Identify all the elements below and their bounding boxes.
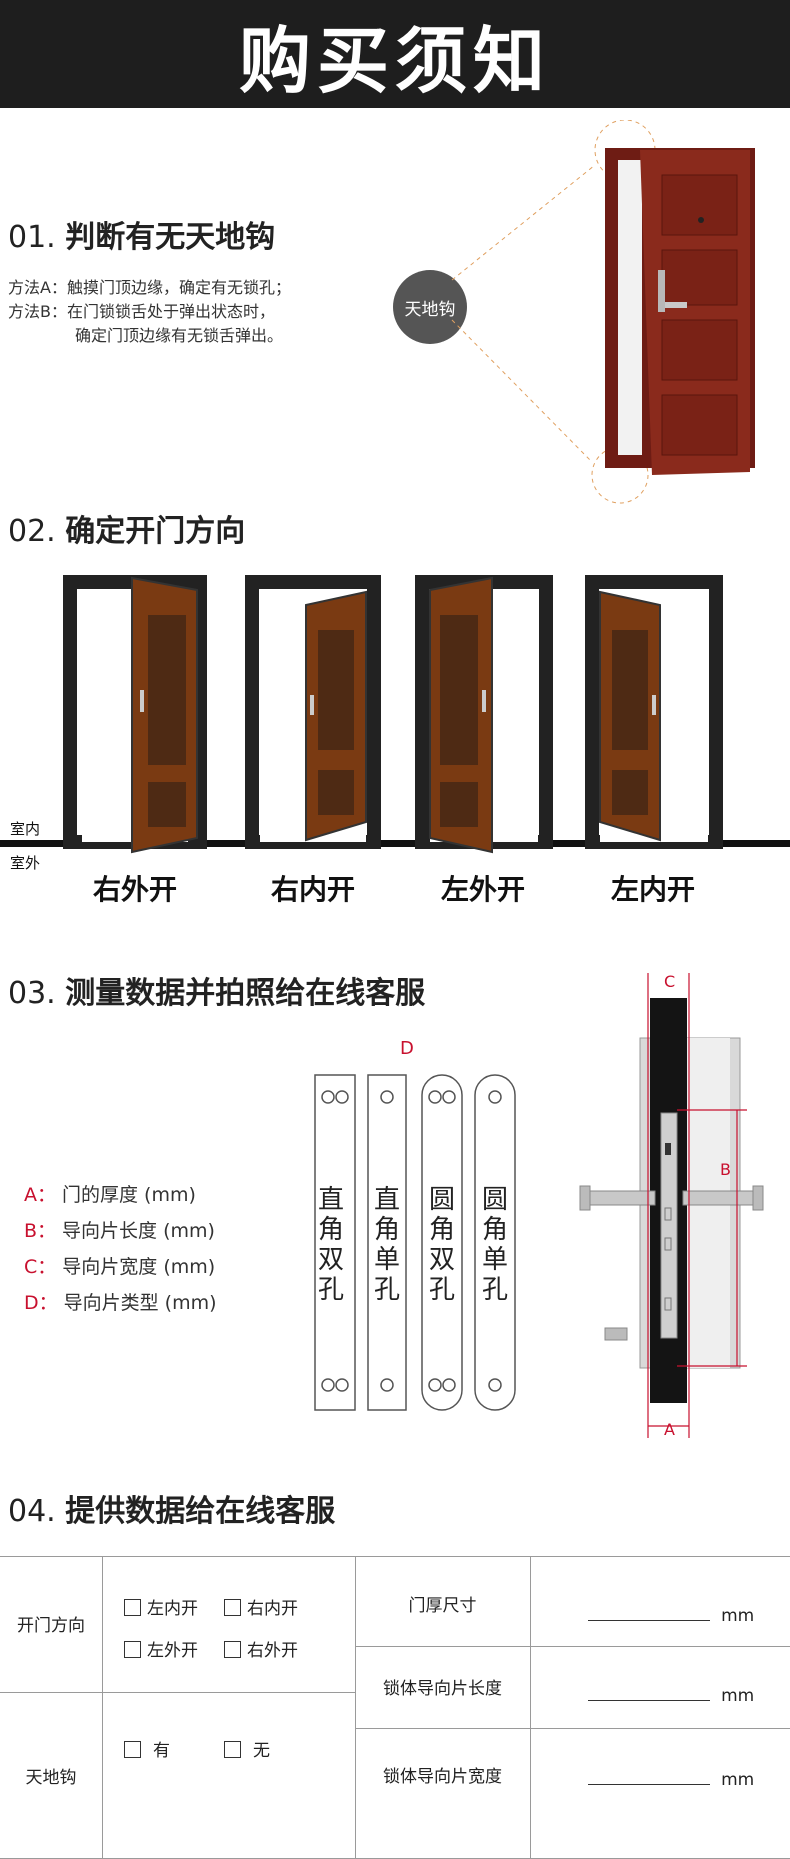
option-left-outward[interactable]: 左外开 (124, 1636, 198, 1661)
row-hook-label: 天地钩 (25, 1768, 77, 1788)
checkbox-icon[interactable] (224, 1741, 241, 1758)
spec-b: B：导向片长度 (mm) (24, 1220, 215, 1242)
hook-badge: 天地钩 (393, 270, 467, 344)
method-a: 方法A：触摸门顶边缘，确定有无锁孔； (8, 278, 291, 297)
door-left-inward (585, 575, 723, 849)
guide-width-label: 锁体导向片宽度 (383, 1767, 502, 1787)
checkbox-icon[interactable] (124, 1641, 141, 1658)
option-right-outward[interactable]: 右外开 (224, 1636, 298, 1661)
door-left-outward (415, 575, 553, 854)
checkbox-icon[interactable] (124, 1599, 141, 1616)
section1-title: 01. 判断有无天地钩 (8, 220, 276, 255)
method-b-line2: 确定门顶边缘有无锁舌弹出。 (75, 326, 284, 345)
door-label-3: 左外开 (440, 873, 525, 906)
door-label-1: 右外开 (92, 873, 177, 906)
door-thickness-input[interactable]: mm (588, 1606, 754, 1626)
spec-a: A：门的厚度 (mm) (24, 1184, 196, 1206)
door-direction-diagram (0, 575, 790, 854)
spec-d: D：导向片类型 (mm) (24, 1292, 217, 1314)
plate-marker-d: D (400, 1038, 414, 1059)
checkbox-icon[interactable] (224, 1641, 241, 1658)
indoor-label: 室内 (10, 820, 41, 838)
option-right-inward[interactable]: 右内开 (224, 1594, 298, 1619)
option-hook-yes[interactable]: 有 (124, 1736, 170, 1761)
plate-label-2: 直角单孔 (374, 1185, 401, 1305)
door-right-outward (63, 575, 207, 854)
guide-width-input[interactable]: mm (588, 1770, 754, 1790)
section4-title: 04. 提供数据给在线客服 (8, 1494, 336, 1529)
plate-label-3: 圆角双孔 (429, 1185, 456, 1305)
security-door-illustration (451, 120, 755, 504)
outdoor-label: 室外 (10, 854, 41, 872)
spec-c: C：导向片宽度 (mm) (24, 1256, 216, 1278)
plate-label-4: 圆角单孔 (482, 1185, 509, 1305)
checkbox-icon[interactable] (124, 1741, 141, 1758)
door-label-4: 左内开 (610, 873, 695, 906)
guide-length-label: 锁体导向片长度 (383, 1679, 502, 1699)
method-b: 方法B：在门锁锁舌处于弹出状态时， (8, 302, 275, 321)
section2-title: 02. 确定开门方向 (8, 514, 246, 549)
guide-length-input[interactable]: mm (588, 1686, 754, 1706)
row-direction-label: 开门方向 (17, 1616, 85, 1636)
lock-marker-c: C (664, 972, 676, 991)
plate-label-1: 直角双孔 (318, 1185, 345, 1305)
page-header: 购买须知 (0, 0, 790, 108)
data-form-table: 开门方向 左内开 右内开 左外开 右外开 天地钩 有 无 门厚尺寸 mm 锁体导… (0, 1556, 790, 1859)
door-label-2: 右内开 (270, 873, 355, 906)
checkbox-icon[interactable] (224, 1599, 241, 1616)
option-left-inward[interactable]: 左内开 (124, 1594, 198, 1619)
section3-title: 03. 测量数据并拍照给在线客服 (8, 976, 426, 1011)
lock-body-illustration (579, 973, 764, 1438)
door-right-inward (245, 575, 381, 849)
page-title: 购买须知 (238, 18, 551, 103)
guide-plates-illustration (314, 1074, 516, 1411)
lock-marker-a: A (664, 1420, 675, 1439)
lock-marker-b: B (720, 1160, 731, 1179)
door-thickness-label: 门厚尺寸 (408, 1596, 477, 1616)
option-hook-no[interactable]: 无 (224, 1736, 270, 1761)
